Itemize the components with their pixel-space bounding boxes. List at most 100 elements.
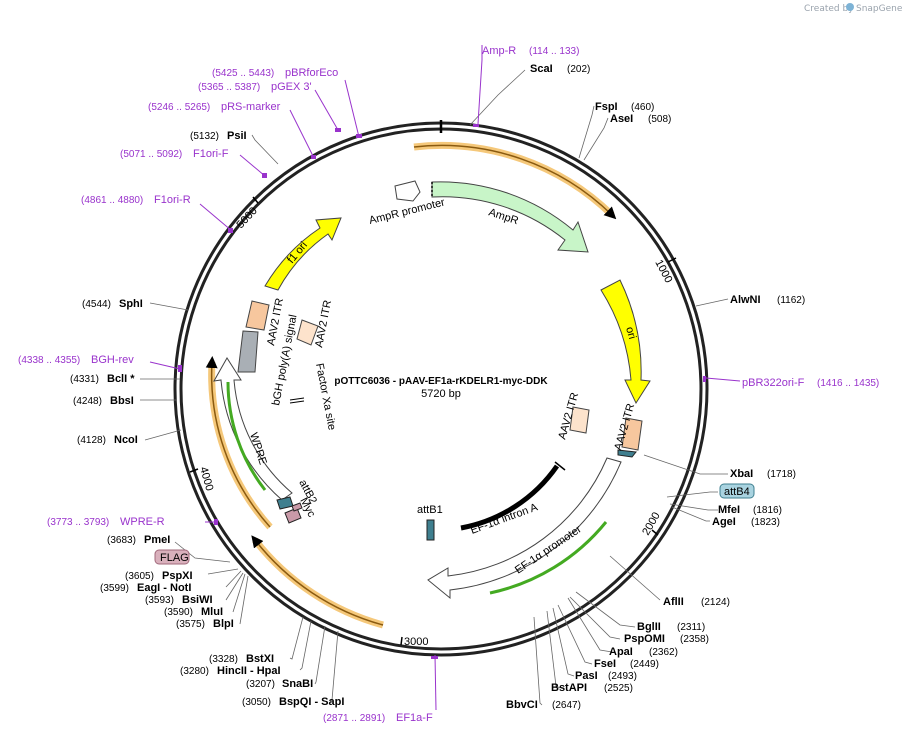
enzyme-pspxi: PspXI (162, 570, 193, 582)
enzyme-bcli: BclI * (107, 373, 135, 385)
primer-wpre-r: WPRE-R (120, 516, 165, 528)
enzyme-leaders-left (140, 134, 339, 703)
primer-pgex3-range: (5365 .. 5387) (198, 82, 260, 93)
flag-box (154, 549, 190, 565)
enzyme-mlui: MluI (201, 606, 223, 618)
enzyme-aflii-pos: (2124) (701, 597, 730, 608)
enzyme-bsiwi: BsiWI (182, 594, 213, 606)
primer-pbrforeco-range: (5425 .. 5443) (212, 68, 274, 79)
enzyme-bbsi: BbsI (110, 395, 134, 407)
enzyme-pspxi-pos: (3605) (125, 571, 154, 582)
ef1a-promoter-feature (427, 457, 622, 600)
enzyme-blpi-pos: (3575) (176, 619, 205, 630)
enzyme-bstxi-pos: (3328) (209, 654, 238, 665)
enzyme-hincii: HincII - HpaI (217, 665, 281, 677)
primer-pbr322ori-f: pBR322ori-F (742, 377, 805, 389)
enzyme-fspi-pos: (460) (631, 102, 654, 113)
enzyme-eagi-pos: (3599) (100, 583, 129, 594)
f1-ori-feature (264, 217, 342, 291)
primer-pbr322ori-f-range: (1416 .. 1435) (817, 378, 879, 389)
enzyme-psp0mi-pos: (2358) (680, 634, 709, 645)
aav2-itr-right-outer (621, 417, 643, 451)
bgh-polya-feature (237, 330, 259, 373)
credit-brand: SnapGene (856, 4, 903, 14)
aav2-itr-left-inner (296, 319, 319, 346)
enzyme-bcli-pos: (4331) (70, 374, 99, 385)
primer-marks (178, 124, 706, 659)
primer-bgh-rev-range: (4338 .. 4355) (18, 355, 80, 366)
attb2-feature (276, 496, 294, 510)
factor-xa-mark-1 (289, 397, 305, 401)
enzyme-asei: AseI (610, 113, 633, 125)
enzyme-mlui-pos: (3590) (164, 607, 193, 618)
ef1a-promoter-highlight (489, 521, 608, 595)
primer-prs-marker-range: (5246 .. 5265) (148, 102, 210, 113)
wpre-feature (213, 357, 293, 501)
enzyme-ncoi-pos: (4128) (77, 435, 106, 446)
enzyme-xbai: XbaI (730, 468, 753, 480)
ef1a-intron-end-mark (554, 461, 566, 471)
tick-label-1000: 1000 (652, 258, 674, 285)
enzyme-pasi: PasI (575, 670, 598, 682)
enzyme-scai: ScaI (530, 63, 553, 75)
enzyme-sphi: SphI (119, 298, 143, 310)
myc-feature (284, 507, 302, 524)
enzyme-aflii: AflII (663, 596, 684, 608)
enzyme-snabi: SnaBI (282, 678, 313, 690)
enzyme-bspqi: BspQI - SapI (279, 696, 344, 708)
label-aav2-itr-l2: AAV2 ITR (313, 299, 334, 349)
primer-amp-r: Amp-R (482, 45, 516, 57)
tick-mark-5000 (252, 196, 259, 204)
primer-wpre-r-range: (3773 .. 3793) (47, 517, 109, 528)
ampr-feature (431, 181, 589, 253)
enzyme-bstapi-pos: (2525) (604, 683, 633, 694)
credit-prefix: Created by (804, 4, 854, 14)
enzyme-pasi-pos: (2493) (608, 671, 637, 682)
tick-mark-1000 (667, 257, 677, 263)
aav2-itr-right-inner (569, 406, 590, 434)
primer-amp-r-range: (114 .. 133) (529, 46, 579, 57)
primer-prs-marker: pRS-marker (221, 101, 281, 113)
enzyme-agei-pos: (1823) (751, 517, 780, 528)
primer-f1ori-r-range: (4861 .. 4880) (81, 195, 143, 206)
enzyme-psii-pos: (5132) (190, 131, 219, 142)
plasmid-size: 5720 bp (421, 388, 461, 400)
enzyme-fsei: FseI (594, 658, 616, 670)
primer-leaders (149, 45, 741, 711)
ampr-arrow-arc (413, 144, 617, 220)
enzyme-bglii: BglII (637, 621, 661, 633)
enzyme-ncoi: NcoI (114, 434, 138, 446)
wpre-highlight (226, 381, 267, 491)
plasmid-name: pOTTC6036 - pAAV-EF1a-rKDELR1-myc-DDK (334, 376, 548, 387)
enzyme-eagi: EagI - NotI (137, 582, 191, 594)
enzyme-bsiwi-pos: (3593) (145, 595, 174, 606)
enzyme-snabi-pos: (3207) (246, 679, 275, 690)
enzyme-alwni-pos: (1162) (777, 295, 805, 306)
tick-mark-3000 (400, 636, 403, 646)
enzyme-leaders (469, 69, 729, 706)
enzyme-bglii-pos: (2311) (677, 622, 705, 633)
tick-label-2000: 2000 (640, 510, 663, 537)
tick-label-3000: 3000 (404, 636, 428, 648)
enzyme-fspi: FspI (595, 101, 618, 113)
enzyme-bbsi-pos: (4248) (73, 396, 102, 407)
enzyme-xbai-pos: (1718) (767, 469, 796, 480)
enzyme-hincii-pos: (3280) (180, 666, 209, 677)
flag-box-label: FLAG (160, 552, 189, 564)
enzyme-mfei: MfeI (718, 504, 740, 516)
enzyme-bbvci: BbvCI (506, 699, 538, 711)
attb4-feature (617, 449, 637, 458)
enzyme-mfei-pos: (1816) (753, 505, 782, 516)
wpre-arrow-arc (205, 356, 271, 528)
label-ef1a-intron: EF-1α intron A (469, 501, 540, 537)
primer-ef1a-f: EF1a-F (396, 712, 433, 724)
tick-label-5000: 5000 (234, 205, 259, 231)
enzyme-blpi: BlpI (213, 618, 234, 630)
ori-feature (600, 279, 651, 405)
enzyme-alwni: AlwNI (730, 294, 761, 306)
label-factor-xa: Factor Xa site (313, 362, 338, 431)
enzyme-agei: AgeI (712, 516, 736, 528)
tick-mark-2000 (651, 529, 659, 536)
primer-pgex3: pGEX 3' (271, 81, 312, 93)
